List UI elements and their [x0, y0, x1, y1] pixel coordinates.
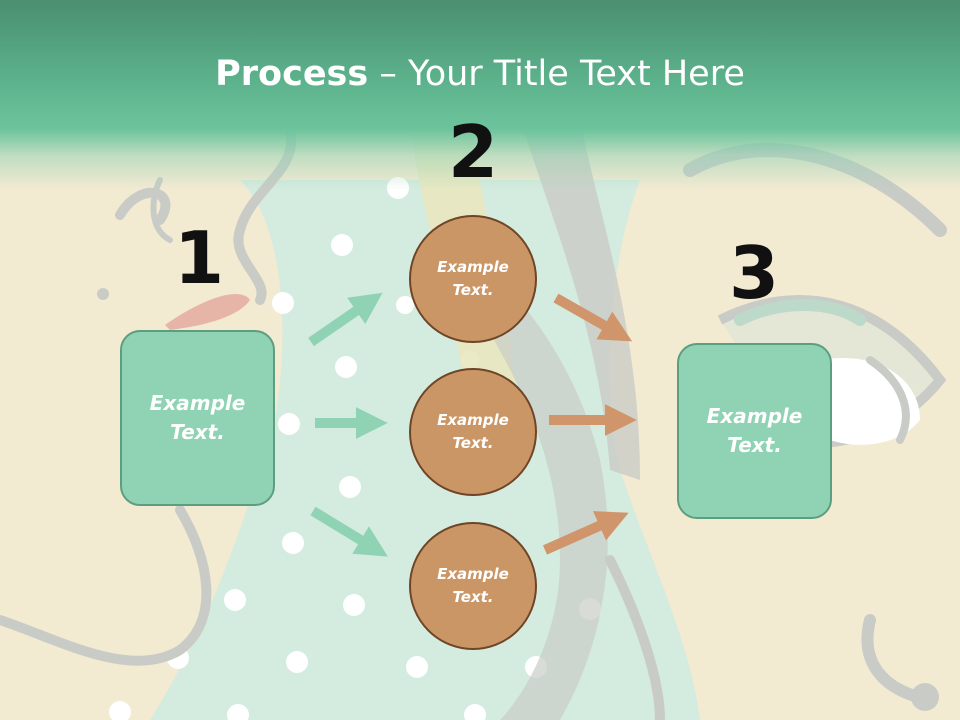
circle-middle-label: Example Text.	[437, 411, 509, 452]
step-2-circle-top[interactable]: Example Text.	[409, 215, 537, 343]
step-2-circle-middle[interactable]: Example Text.	[409, 368, 537, 496]
step-3-label: Example Text.	[706, 404, 803, 457]
circle-bottom-label: Example Text.	[437, 565, 509, 606]
title-rest: – Your Title Text Here	[368, 54, 745, 94]
slide-title: Process – Your Title Text Here	[0, 52, 960, 96]
circle-top-label: Example Text.	[437, 258, 509, 299]
step-number-3: 3	[728, 231, 780, 315]
step-2-circle-bottom[interactable]: Example Text.	[409, 522, 537, 650]
title-bar	[0, 0, 960, 190]
title-bold: Process	[215, 54, 369, 94]
step-1-box[interactable]: Example Text.	[120, 330, 275, 506]
step-1-label: Example Text.	[149, 391, 246, 444]
step-3-box[interactable]: Example Text.	[677, 343, 832, 519]
arrow-1-to-top	[308, 292, 383, 347]
arrow-1-to-bottom	[310, 506, 388, 557]
arrow-top-to-3	[553, 293, 633, 342]
step-number-1: 1	[173, 216, 225, 300]
arrow-bottom-to-3	[542, 511, 629, 555]
step-number-2: 2	[447, 110, 499, 194]
